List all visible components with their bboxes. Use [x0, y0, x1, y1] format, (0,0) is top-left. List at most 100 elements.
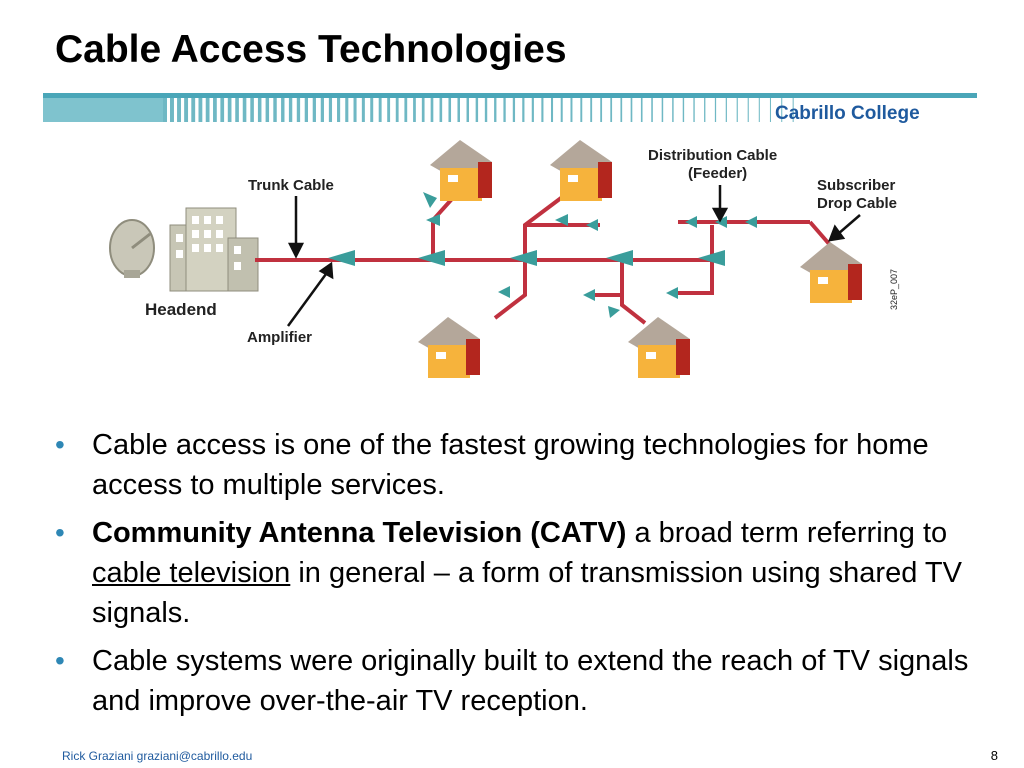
- banner-stripe: [328, 98, 333, 122]
- banner-stripe: [494, 98, 497, 122]
- banner-stripe: [661, 98, 664, 122]
- bullet-list: • Cable access is one of the fastest gro…: [55, 425, 995, 729]
- banner-stripe: [220, 98, 225, 122]
- banner-stripe: [265, 98, 270, 122]
- banner-stripe: [320, 98, 324, 122]
- banner-stripe: [672, 98, 674, 122]
- header-banner: [43, 93, 977, 122]
- banner-stripe: [466, 98, 470, 122]
- banner-stripe: [640, 98, 643, 122]
- figure-code: 32eP_007: [889, 269, 899, 310]
- banner-stripe: [281, 98, 285, 122]
- banner-stripe: [421, 98, 425, 122]
- amplifier-label: Amplifier: [247, 329, 312, 346]
- banner-stripe: [610, 98, 613, 122]
- cable-television-link[interactable]: cable television: [92, 557, 291, 589]
- banner-stripe: [361, 98, 365, 122]
- banner-stripe: [413, 98, 416, 122]
- banner-stripe: [177, 98, 181, 122]
- drop-cable-label: Drop Cable: [817, 195, 897, 212]
- banner-stripe: [205, 98, 210, 122]
- banner-stripe: [345, 98, 349, 122]
- catv-term: Community Antenna Television (CATV): [92, 517, 627, 549]
- banner-stripe: [378, 98, 382, 122]
- bullet-dot-icon: •: [55, 517, 65, 548]
- banner-stripe: [792, 98, 794, 122]
- banner-stripe: [353, 98, 357, 122]
- banner-stripe: [257, 98, 262, 122]
- banner-stripe: [439, 98, 443, 122]
- bullet-text-a: a broad term referring to: [626, 517, 948, 549]
- banner-stripe: [163, 98, 167, 122]
- subscriber-label: Subscriber: [817, 177, 896, 194]
- bullet-dot-icon: •: [55, 429, 65, 460]
- banner-stripe: [184, 98, 189, 122]
- banner-stripe: [550, 98, 554, 122]
- banner-stripe: [725, 98, 727, 122]
- banner-stripe: [758, 98, 760, 122]
- bullet-dot-icon: •: [55, 645, 65, 676]
- feeder-label: (Feeder): [688, 165, 747, 182]
- banner-stripe: [651, 98, 653, 122]
- banner-stripe: [781, 98, 783, 122]
- banner-stripe: [288, 98, 293, 122]
- cable-network-diagram: Trunk Cable Headend Amplifier Distributi…: [109, 140, 899, 378]
- banner-stripe: [457, 98, 460, 122]
- bullet-item-3: • Cable systems were originally built to…: [55, 641, 995, 721]
- trunk-cable-label: Trunk Cable: [248, 177, 334, 194]
- banner-stripe: [541, 98, 544, 122]
- banner-stripe: [296, 98, 301, 122]
- bullet-text-b: in general – a form of transmission usin…: [92, 557, 962, 629]
- banner-stripe: [512, 98, 516, 122]
- headend-label: Headend: [145, 300, 217, 319]
- banner-stripe: [242, 98, 247, 122]
- banner-stripe: [430, 98, 434, 122]
- bullet-item-1: • Cable access is one of the fastest gro…: [55, 425, 995, 505]
- headend-building-icon: [169, 207, 259, 292]
- callout-arrows: [286, 185, 861, 327]
- subscriber-house-icon-4: [418, 317, 480, 378]
- banner-stripe: [235, 98, 239, 122]
- banner-stripe: [213, 98, 217, 122]
- banner-stripe: [522, 98, 525, 122]
- banner-stripe: [570, 98, 573, 122]
- banner-stripe: [191, 98, 196, 122]
- banner-stripe: [714, 98, 717, 122]
- banner-stripe: [620, 98, 623, 122]
- banner-stripe: [387, 98, 391, 122]
- bullet-item-2: • Community Antenna Television (CATV) a …: [55, 513, 995, 633]
- footer-author: Rick Graziani graziani@cabrillo.edu: [62, 749, 253, 763]
- banner-stripe: [693, 98, 695, 122]
- subscriber-house-icon-3: [800, 242, 862, 303]
- banner-stripe: [475, 98, 479, 122]
- satellite-dish-icon: [109, 219, 155, 278]
- banner-stripe: [484, 98, 488, 122]
- distribution-cable-label: Distribution Cable: [648, 147, 777, 164]
- page-number: 8: [990, 748, 998, 763]
- banner-stripe: [198, 98, 203, 122]
- banner-stripe: [560, 98, 563, 122]
- banner-stripe: [531, 98, 534, 122]
- banner-stripe: [503, 98, 506, 122]
- bullet-text: Cable access is one of the fastest growi…: [92, 429, 929, 501]
- banner-stripe: [337, 98, 341, 122]
- banner-stripe: [682, 98, 685, 122]
- banner-stripe: [312, 98, 316, 122]
- brand-name: Cabrillo College: [775, 103, 920, 124]
- banner-stripe: [273, 98, 277, 122]
- banner-stripe: [448, 98, 452, 122]
- banner-stripe: [370, 98, 374, 122]
- banner-stripe: [404, 98, 408, 122]
- bullet-text: Cable systems were originally built to e…: [92, 645, 969, 717]
- banner-stripe: [600, 98, 603, 122]
- banner-stripe: [747, 98, 749, 122]
- slide-title: Cable Access Technologies: [55, 28, 567, 71]
- amplifier-markers: [328, 192, 757, 318]
- banner-stripe: [227, 98, 232, 122]
- subscriber-house-icon-1: [430, 140, 492, 201]
- banner-stripe: [590, 98, 593, 122]
- banner-stripe: [769, 98, 771, 122]
- banner-stripe: [304, 98, 309, 122]
- banner-stripe: [580, 98, 583, 122]
- subscriber-house-icon-5: [628, 317, 690, 378]
